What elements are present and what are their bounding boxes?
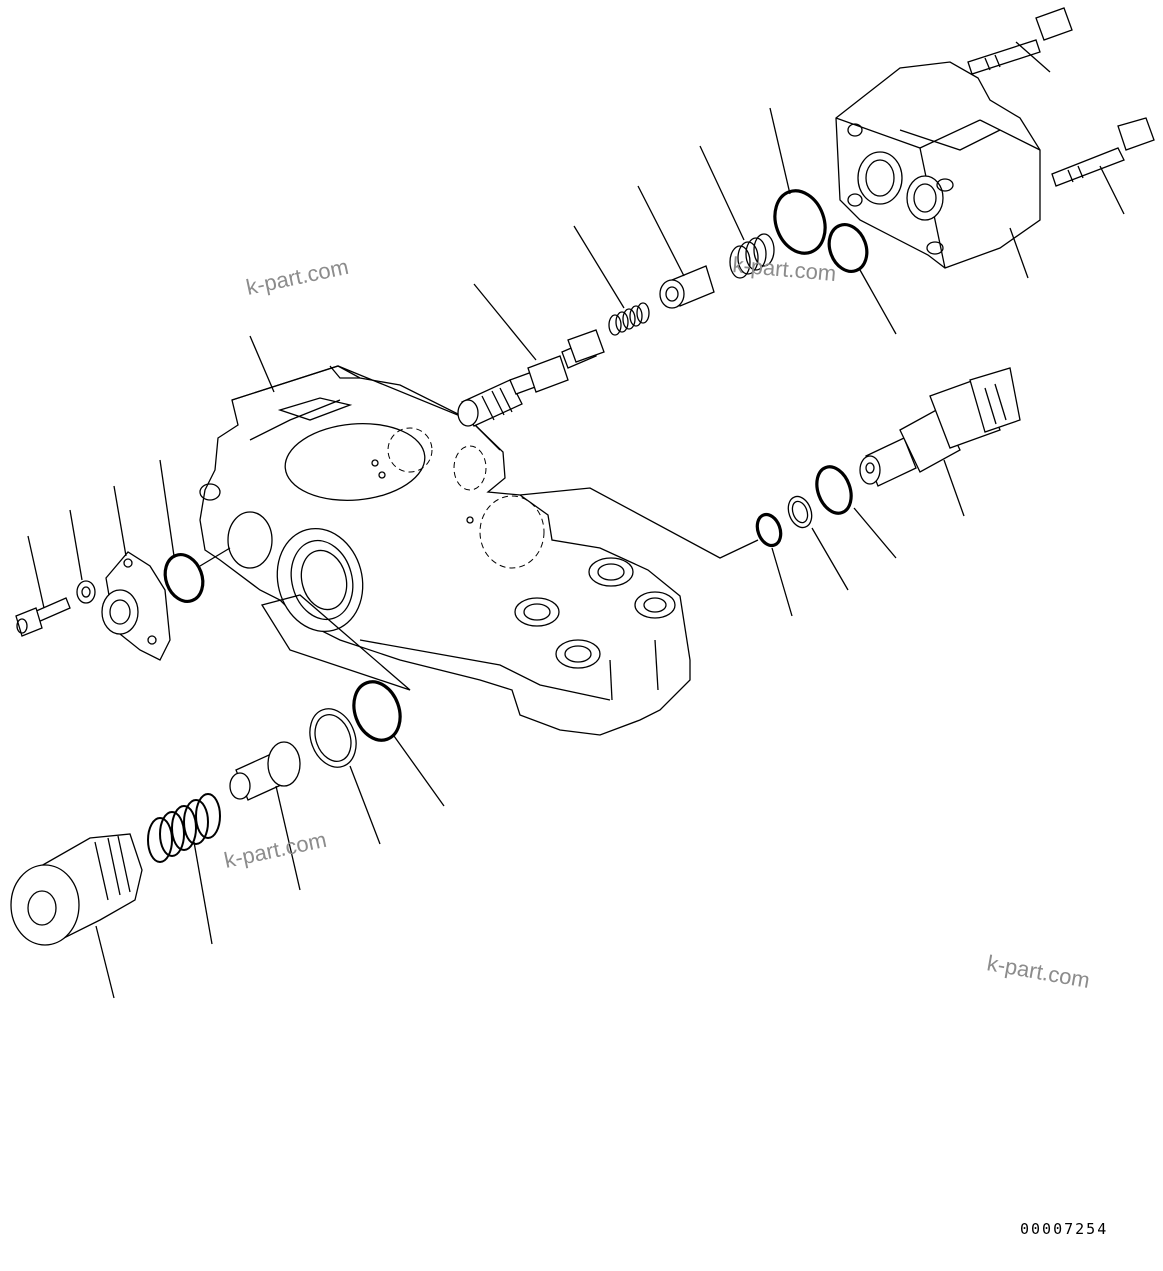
valve-body [199,365,759,736]
o-ring-lower-1 [352,680,402,742]
watermark-1: k-part.com [244,254,351,300]
bolt-left [15,597,71,637]
piston-sleeve [659,265,715,309]
washer-left [76,580,96,604]
bolt-upper [967,7,1073,75]
o-ring-mid-2 [755,512,783,548]
o-ring-left [163,553,205,603]
end-cover-block [835,61,1041,269]
backup-ring-mid [787,495,813,529]
o-ring-large-1 [773,189,827,255]
spool [457,329,605,427]
drawing-number: 00007254 [1020,1220,1108,1238]
spring-lower [147,793,221,863]
backup-ring-lower [309,708,357,768]
o-ring-large-2 [827,223,869,273]
spring-small [608,302,650,336]
relief-valve-cartridge [859,367,1021,487]
watermark-4: k-part.com [985,950,1092,993]
flange-cover-left [101,551,171,661]
watermark-3: k-part.com [222,827,329,873]
bolt-lower [1051,117,1155,187]
watermark-2: k-part.com [732,252,838,286]
spring-upper [729,233,775,279]
plug-lower [10,833,143,946]
leader-lines [27,41,1125,999]
o-ring-mid-1 [815,465,853,515]
piston-lower [229,741,301,801]
